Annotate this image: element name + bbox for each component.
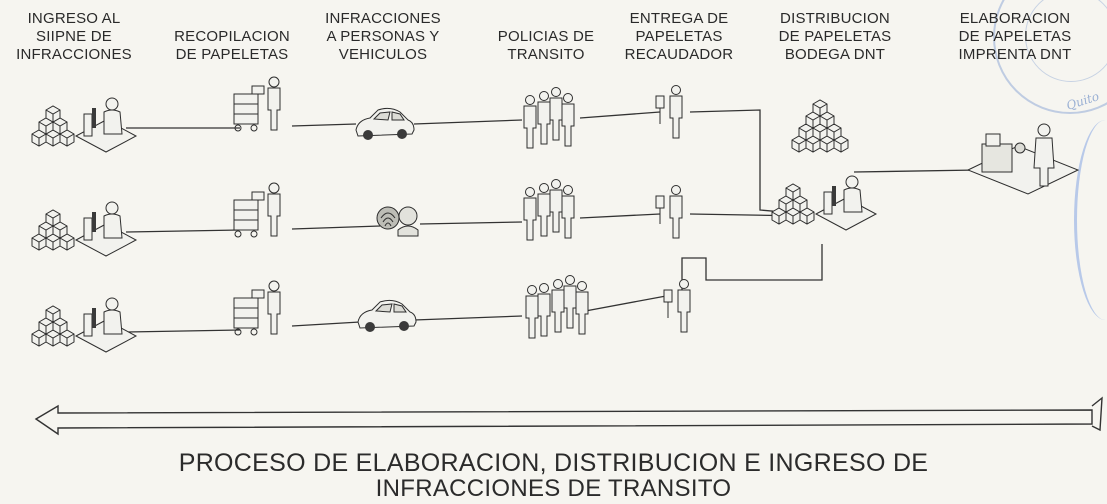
row3-collector-icon: [664, 280, 690, 333]
header-elaboracion: ELABORACION DE PAPELETAS IMPRENTA DNT: [958, 10, 1072, 63]
row2-recopilacion-icon: [233, 182, 281, 238]
footer-line-2: INFRACCIONES DE TRANSITO: [375, 475, 732, 502]
row1-recopilacion-icon: [233, 76, 281, 132]
row2-fingerprint-icon: [376, 206, 419, 237]
process-arrow: [34, 396, 1103, 436]
header-distribucion: DISTRIBUCION DE PAPELETAS BODEGA DNT: [778, 10, 892, 63]
footer-line-1: PROCESO DE ELABORACION, DISTRIBUCION E I…: [178, 449, 929, 477]
row2-collector-icon: [656, 186, 682, 239]
row3-ingreso-icon: [32, 298, 136, 352]
imprenta-printer-icon: [967, 123, 1079, 195]
header-infracciones: INFRACCIONES A PERSONAS Y VEHICULOS: [325, 10, 441, 63]
header-recopilacion: RECOPILACION DE PAPELETAS: [174, 28, 290, 63]
row2-police-icon: [524, 180, 574, 241]
row1-police-icon: [524, 88, 574, 149]
row1-collector-icon: [656, 86, 682, 139]
stamp-rim: [1074, 120, 1107, 320]
bodega-stack-icon: [792, 100, 848, 152]
header-ingreso: INGRESO AL SIIPNE DE INFRACCIONES: [16, 10, 132, 63]
row1-ingreso-icon: [32, 98, 136, 152]
row3-police-icon: [538, 276, 588, 337]
header-policias: POLICIAS DE TRANSITO: [497, 28, 595, 63]
row1-car-icon: [355, 107, 415, 141]
row3-car-icon: [357, 299, 417, 333]
bodega-workstation-icon: [772, 176, 876, 230]
stamp-seal-inner: [1025, 0, 1107, 82]
row2-ingreso-icon: [32, 202, 136, 256]
header-entrega: ENTREGA DE PAPELETAS RECAUDADOR: [624, 10, 734, 63]
row3-police-a-icon: [525, 285, 539, 339]
row3-recopilacion-icon: [233, 280, 281, 336]
